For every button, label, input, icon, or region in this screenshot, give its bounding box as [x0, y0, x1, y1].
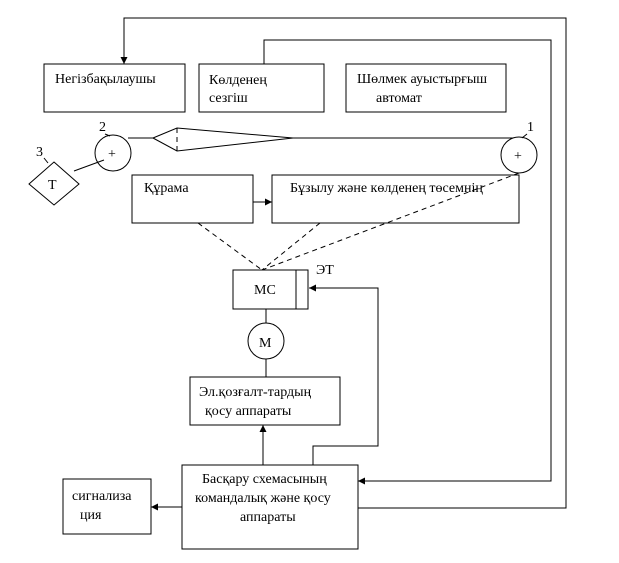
control-label-1: Басқару схемасының: [202, 472, 327, 487]
bucket-switch-box: [345, 63, 507, 113]
t-block-label: Т: [48, 178, 57, 193]
motor-switch-box: [189, 376, 341, 426]
label-1-leader: [521, 133, 528, 139]
dash-sum1-ms: [261, 172, 520, 271]
sum-circle-2: [94, 134, 132, 172]
composition-label: Құрама: [144, 181, 189, 196]
control-label-2: командалық және қосу: [195, 491, 331, 506]
motor-switch-label-1: Эл.қозғалт-тардың: [199, 385, 312, 400]
label-2: 2: [99, 120, 106, 135]
control-label-3: аппараты: [240, 510, 296, 525]
label-3: 3: [36, 145, 43, 160]
label-3-leader: [43, 157, 49, 164]
signal-box: [62, 478, 152, 535]
label-2-leader: [104, 133, 111, 137]
bucket-switch-label-2: автомат: [376, 91, 422, 106]
dash-break-ms: [261, 222, 321, 271]
dash-composition-ms: [197, 222, 263, 271]
feedback-line-sensor: [263, 39, 552, 485]
transverse-sensor-label-1: Көлденең: [209, 73, 267, 88]
transverse-sensor-label-2: сезгіш: [209, 91, 248, 106]
control-box: [181, 464, 359, 550]
transverse-sensor-box: [198, 63, 325, 113]
ms-label: МС: [254, 283, 276, 298]
motor-switch-label-2: қосу аппараты: [205, 404, 292, 419]
break-transverse-label: Бұзылу және көлденең төсемнің: [290, 181, 483, 196]
motor-label: М: [259, 336, 272, 351]
bucket-switch-label-1: Шөлмек ауыстырғыш: [357, 72, 487, 87]
main-observer-label: Негізбақылаушы: [55, 72, 156, 87]
feedback-line-top: [120, 17, 567, 509]
break-transverse-box: [271, 174, 520, 224]
t-block-diamond: [28, 161, 80, 206]
sum-circle-2-symbol: +: [108, 147, 116, 162]
signal-label-1: сигнализа: [72, 489, 132, 504]
label-1: 1: [527, 120, 534, 135]
t-connection: [73, 159, 105, 172]
et-label: ЭТ: [316, 263, 334, 278]
composition-box: [131, 174, 254, 224]
main-observer-box: [43, 63, 186, 113]
sum-circle-1-symbol: +: [514, 149, 522, 164]
signal-label-2: ция: [80, 508, 102, 523]
rail-rhombus: [151, 127, 294, 152]
feedback-line-ms: [309, 284, 379, 465]
